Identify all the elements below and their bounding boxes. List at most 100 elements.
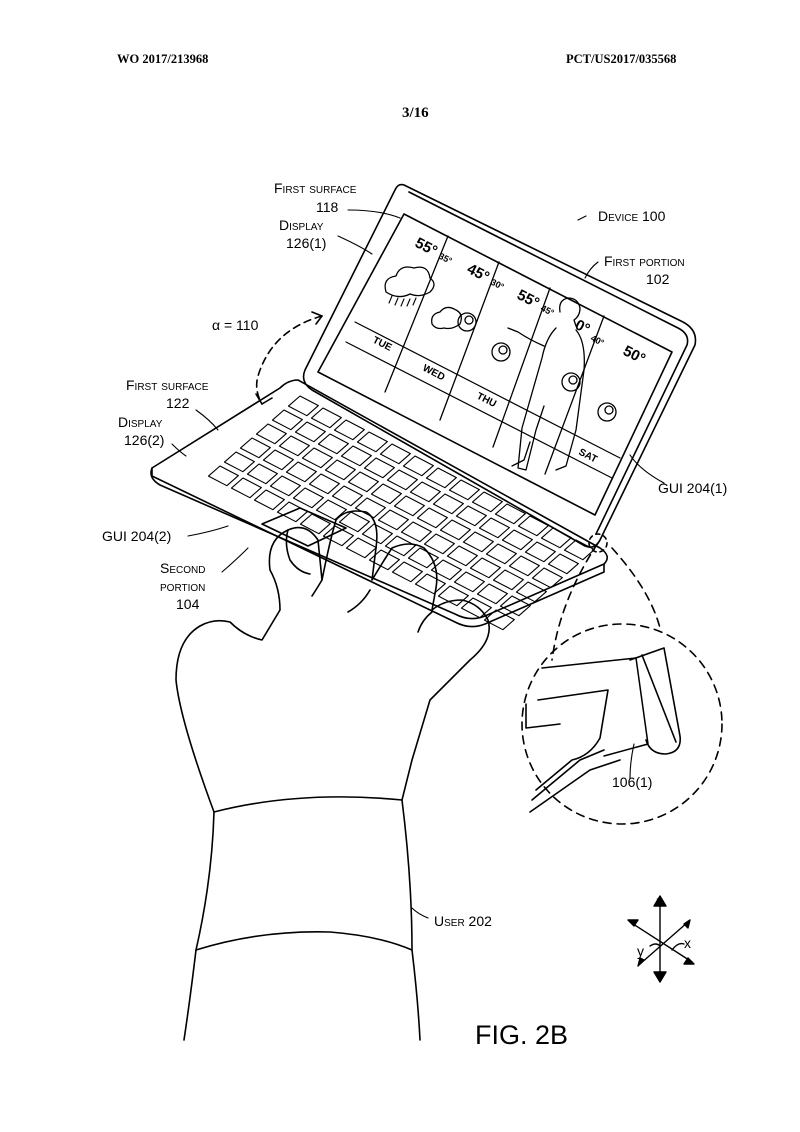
keyboard-key [276,501,308,523]
figure-caption: FIG. 2B [475,1020,569,1050]
keyboard-key [409,481,441,503]
label-user-202: User 202 [434,913,492,929]
label-first-surface-122: First surface [126,377,209,393]
keyboard-key [333,419,365,441]
keyboard-key [315,499,347,521]
keyboard-key [294,421,326,443]
axis-y-label: y [637,943,644,959]
label-device-100: Device 100 [598,208,666,224]
keyboard-key [446,545,478,567]
keyboard-key [508,555,540,577]
keyboard-key [407,547,439,569]
keyboard-key [361,523,393,545]
application-number: PCT/US2017/035568 [566,52,677,66]
keyboard-key [439,519,471,541]
keyboard-key [393,495,425,517]
gui-column-divider [544,315,605,475]
keyboard-key [379,443,411,465]
temp-low-4: 40° [589,333,606,348]
label-126-2: 126(2) [124,432,164,448]
keyboard-key [230,477,262,499]
keyboard-key [246,463,278,485]
temp-low-2: 30° [489,277,506,292]
label-126-1: 126(1) [286,235,326,251]
gui-column-divider [384,235,449,393]
keyboard-key [476,583,508,605]
keyboard-key [262,449,294,471]
label-display-126-2: Display [118,414,163,430]
keyboard-key [386,469,418,491]
keyboard-key [402,455,434,477]
keyboard-key [494,503,526,525]
presenter-figure [507,297,585,471]
label-alpha: α = 110 [212,317,259,333]
keyboard-key [563,539,595,561]
keyboard-key [448,479,480,501]
label-second: Second [160,560,205,576]
label-first-portion: First portion [604,253,685,269]
axis-x-label: x [684,935,691,951]
leader-lines [171,209,665,919]
keyboard-key [285,461,317,483]
label-display-126-1: Display [279,217,324,233]
label-gui-204-1: GUI 204(1) [658,480,727,496]
keyboard-key [425,467,457,489]
keyboard-key [455,505,487,527]
weather-gui [345,235,621,479]
keyboard-key [370,483,402,505]
keyboard-key [531,567,563,589]
hinge-detail-view [521,533,723,825]
keyboard-key [255,423,287,445]
gui-column-divider [439,261,500,421]
keyboard-key [223,451,255,473]
keyboard-key [299,513,331,535]
temp-high-5: 50° [620,342,648,367]
keyboard-key [310,407,342,429]
axis-z-label: z [656,893,663,909]
keyboard-key [485,543,517,565]
keyboard-key [547,553,579,575]
keyboard-key [460,597,492,619]
keyboard-key [253,489,285,511]
keyboard-key [377,509,409,531]
keyboard-key [269,475,301,497]
keyboard-key [492,569,524,591]
keyboard-key [478,517,510,539]
day-tue: TUE [371,335,394,354]
label-gui-204-2: GUI 204(2) [102,528,171,544]
temp-high-2: 45° [464,260,492,285]
keyboard-key [345,537,377,559]
keyboard-key [453,571,485,593]
keyboard-key [271,409,303,431]
keyboard-key [423,533,455,555]
temp-low-3: 45° [539,303,556,318]
label-portion: portion [160,578,205,594]
label-118: 118 [316,199,339,215]
keyboard-key [540,527,572,549]
user-hand [175,510,490,1041]
day-sat: SAT [577,447,599,466]
temp-high-4: 0° [572,316,592,338]
keyboard-key [301,447,333,469]
label-104: 104 [176,596,200,612]
keyboard-key [432,493,464,515]
label-102: 102 [646,271,670,287]
keyboard-key [524,541,556,563]
keyboard-key [322,525,354,547]
keyboard-key [331,485,363,507]
label-first-surface-118: First surface [274,180,357,196]
keyboard-key [354,497,386,519]
gui-column-divider [492,287,551,448]
temp-high-1: 55° [412,234,440,259]
keyboard-key [414,573,446,595]
keyboard [207,395,595,631]
keyboard-key [308,473,340,495]
keyboard-key [207,465,239,487]
keyboard-key [391,561,423,583]
keyboard-key [363,457,395,479]
keyboard-key [278,435,310,457]
keyboard-key [416,507,448,529]
keyboard-key [340,445,372,467]
